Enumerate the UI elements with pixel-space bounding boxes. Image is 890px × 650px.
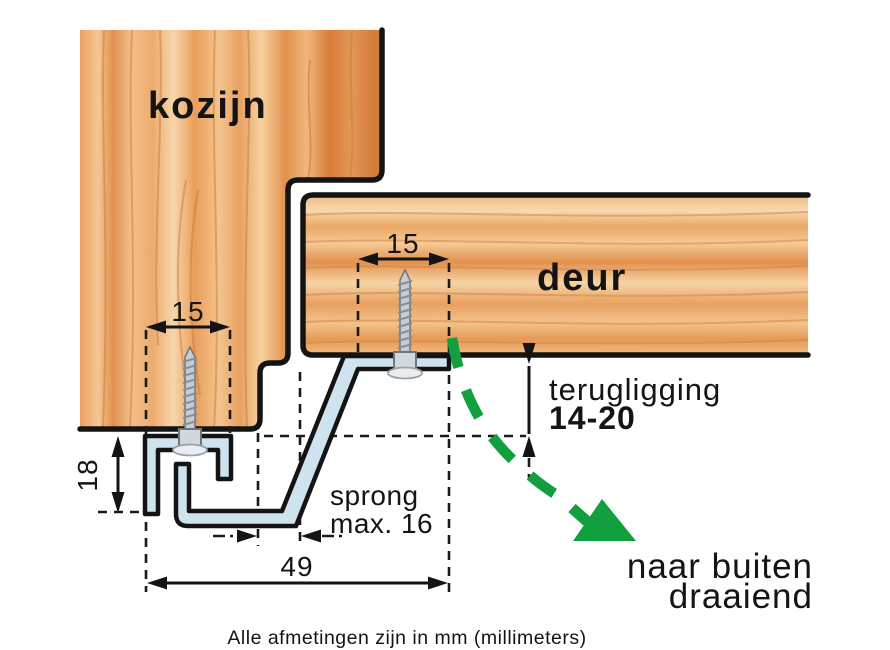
dim-frame-15: 15 [146,296,230,334]
dim-door-15: 15 [358,228,449,266]
dim-width-49: 49 [147,551,448,590]
frame-drip-profile [142,433,234,517]
frame-wood-dark-patch [312,30,382,180]
dim-frame-15-value: 15 [171,296,204,327]
frame-wood-grain [102,29,354,430]
sprong-label-line1: sprong [330,480,419,511]
swing-arrowhead-icon [573,499,636,541]
frame-label: kozijn [148,85,268,127]
swing-label-line1: naar buiten [627,547,813,586]
door-screw [387,268,423,380]
dim-door-15-value: 15 [386,228,419,259]
door-wood-fill [303,195,808,355]
door-wood: deur [300,192,811,358]
frame-wood-outline [77,27,385,432]
dim-height-18-value: 18 [72,458,103,491]
caption: Alle afmetingen zijn in mm (millimeters) [227,627,586,649]
door-wood-outline [300,192,811,358]
dim-sprong: sprong max. 16 [237,480,433,543]
terugligging-value: 14-20 [549,400,636,436]
swing-arrow: naar buiten draaiend [446,337,813,616]
door-wood-grain [302,211,809,345]
door-label: deur [537,257,627,299]
swing-curve [446,337,575,509]
frame-screw [172,345,208,457]
door-hook-profile [173,353,452,529]
swing-label-line2: draaiend [669,577,813,616]
terugligging-label: terugligging [549,372,721,407]
sprong-label-line2: max. 16 [330,508,433,539]
dim-terugligging: terugligging 14-20 [522,343,721,457]
dim-width-49-value: 49 [280,551,313,582]
dim-height-18: 18 [72,436,125,513]
